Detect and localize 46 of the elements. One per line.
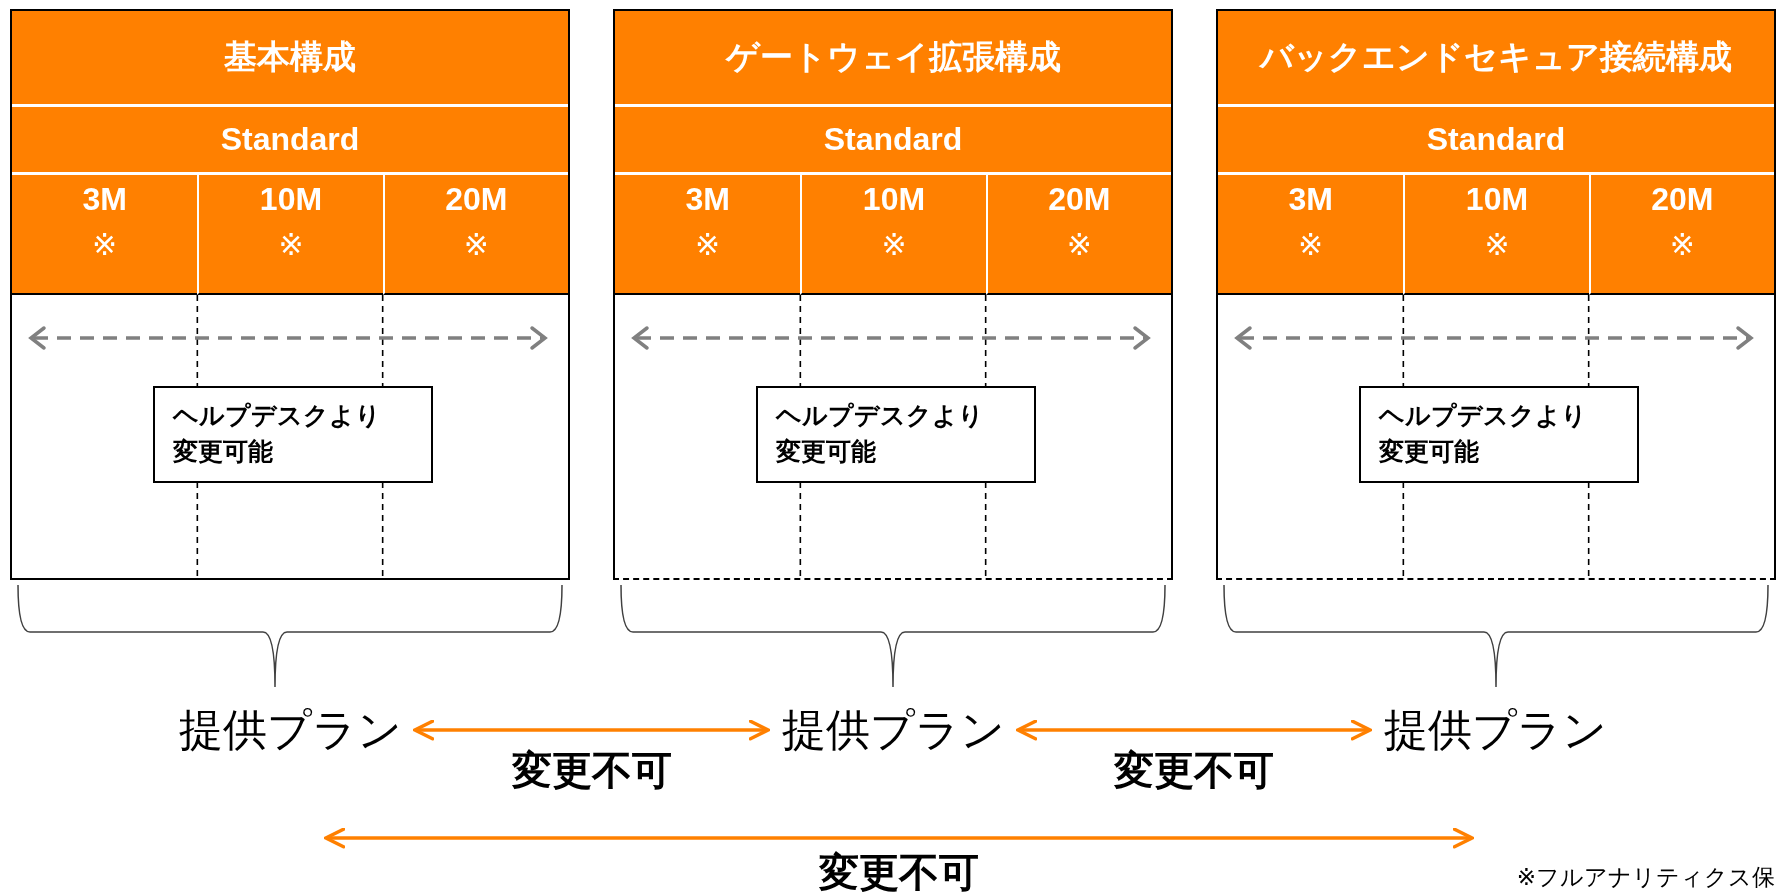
bandwidth-cell [1588,172,1774,295]
note-mark: ※ [1484,227,1510,262]
plan-panel [613,9,1173,580]
bandwidth-cell [382,172,568,295]
bandwidth-cell [1218,172,1404,295]
bandwidth-cell [800,172,986,295]
plan-panel [1216,9,1776,580]
cell-text: 3M [685,181,730,218]
cell-text: 20M [445,181,508,218]
cell-text: 3M [82,181,127,218]
double-arrow [1016,719,1372,741]
tier-band: Standard [615,104,1171,172]
double-arrow [324,827,1474,849]
note-box: ヘルプデスクより変更可能 [756,386,1036,483]
plan-label: 提供プラン [165,700,415,760]
bandwidth-cell [12,172,198,295]
note-mark: ※ [881,227,907,262]
note-mark: ※ [1669,227,1695,262]
panel-title: 基本構成 [12,11,568,104]
cell-text: 10M [1465,181,1529,218]
note-mark: ※ [1298,227,1324,262]
tier-band: Standard [12,104,568,172]
plan-label: 提供プラン [1370,700,1620,760]
bandwidth-cell [1403,172,1589,295]
note-mark: ※ [1066,227,1092,262]
note-box: ヘルプデスクより変更可能 [153,386,433,483]
note-box: ヘルプデスクより変更可能 [1359,386,1639,483]
panel-title: ゲートウェイ拡張構成 [615,11,1171,104]
plan-panel [10,9,570,580]
bandwidth-cell [197,172,383,295]
cell-text: 20M [1651,181,1714,218]
cell-text: 20M [1048,181,1111,218]
cell-text: 3M [1288,181,1333,218]
note-mark: ※ [92,227,118,262]
footnote: ※フルアナリティクス保 [1516,863,1775,892]
note-mark: ※ [695,227,721,262]
plan-label: 提供プラン [768,700,1018,760]
cell-text: 10M [259,181,323,218]
tier-band: Standard [1218,104,1774,172]
double-arrow [413,719,770,741]
bandwidth-cell [985,172,1171,295]
bandwidth-cell [615,172,801,295]
note-mark: ※ [278,227,304,262]
note-mark: ※ [463,227,489,262]
panel-title: バックエンドセキュア接続構成 [1218,11,1774,104]
cell-text: 10M [862,181,926,218]
